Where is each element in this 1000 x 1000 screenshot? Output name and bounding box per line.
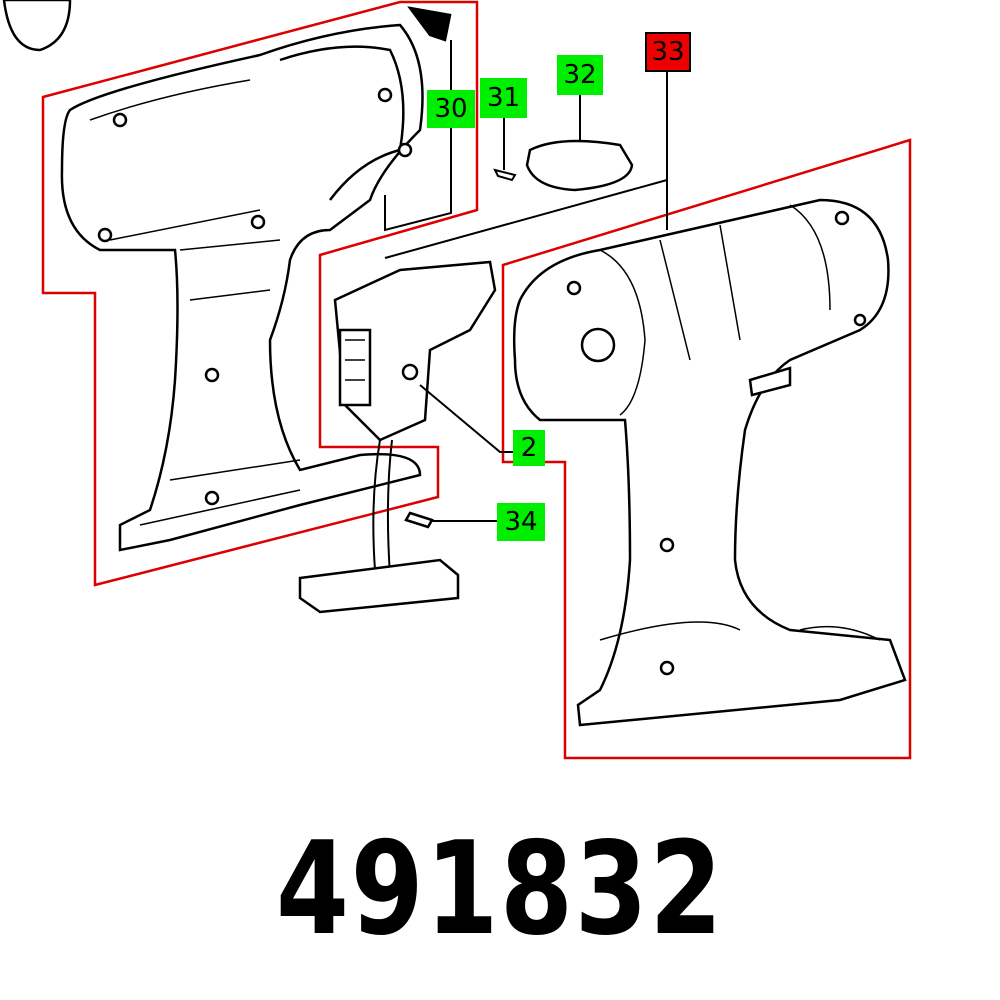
right-housing-half	[512, 198, 907, 727]
callout-30: 30	[427, 90, 475, 128]
part-31-spring-clip	[493, 168, 517, 182]
callout-33: 33	[645, 32, 691, 72]
part-number: 491832	[275, 815, 725, 964]
callout-34: 34	[497, 503, 545, 541]
callout-31: 31	[480, 78, 527, 118]
switch-module	[298, 260, 497, 614]
part-32-cover-cap	[525, 139, 634, 192]
right-housing-group-outline	[501, 138, 912, 760]
callout-2: 2	[513, 430, 545, 466]
left-housing-group-outline	[41, 0, 479, 587]
left-housing-half	[2, 0, 452, 552]
callout-32: 32	[557, 55, 603, 95]
